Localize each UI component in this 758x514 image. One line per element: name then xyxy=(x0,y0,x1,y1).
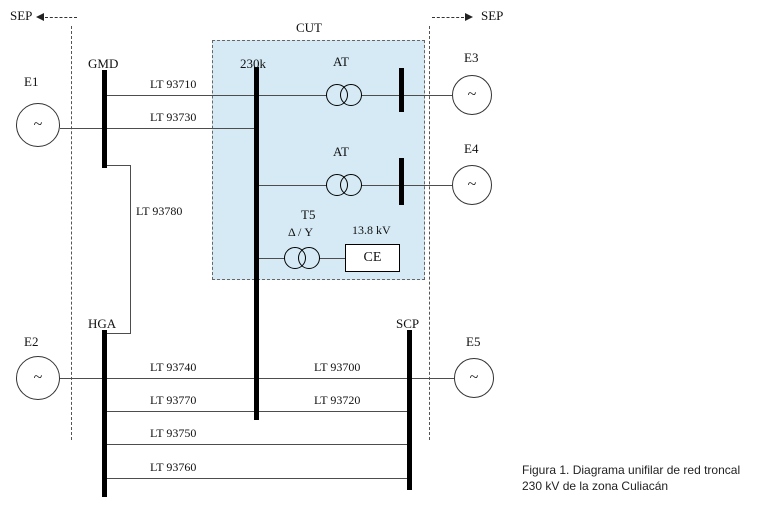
line-t5-to-ce xyxy=(319,258,345,259)
sep-left-arrow-line xyxy=(45,17,77,18)
line-lt93780 xyxy=(130,165,131,333)
sep-left-boundary-line xyxy=(71,26,72,440)
line-lt93770-label: LT 93770 xyxy=(150,393,197,407)
generator-symbol: ~ xyxy=(33,116,43,133)
generator-e4: ~ xyxy=(452,165,492,205)
generator-e3: ~ xyxy=(452,75,492,115)
transformer-t5-connection-label: Δ / Y xyxy=(288,225,314,239)
generator-e5: ~ xyxy=(454,358,494,398)
cut-region-label: CUT xyxy=(296,20,322,35)
generator-e4-label: E4 xyxy=(464,141,479,156)
line-lt93750-label: LT 93750 xyxy=(150,426,197,440)
sep-left-arrowhead-icon xyxy=(36,13,44,21)
transformer-at1-coil-icon xyxy=(340,84,362,106)
transformer-at2-label: AT xyxy=(333,144,349,159)
figure-caption-line1: Figura 1. Diagrama unifilar de red tronc… xyxy=(522,463,741,477)
generator-symbol: ~ xyxy=(469,369,479,386)
ce-voltage-label: 13.8 kV xyxy=(352,223,391,237)
sep-right-arrowhead-icon xyxy=(465,13,473,21)
transformer-t5-label: T5 xyxy=(301,207,316,222)
line-lt93710-label: LT 93710 xyxy=(150,77,197,91)
bus-gmd-label: GMD xyxy=(88,56,119,71)
line-stub-to-e3 xyxy=(404,95,452,96)
line-stub-to-e4 xyxy=(404,185,452,186)
line-at2-to-stub xyxy=(361,185,399,186)
sep-left-label: SEP xyxy=(10,8,33,23)
line-lt93720-label: LT 93720 xyxy=(314,393,361,407)
generator-symbol: ~ xyxy=(33,369,43,386)
bus-scp-label: SCP xyxy=(396,316,420,331)
bus-hga-label: HGA xyxy=(88,316,117,331)
bus-gmd xyxy=(102,70,107,168)
transformer-t5-coil-icon xyxy=(298,247,320,269)
ce-label: CE xyxy=(363,250,382,265)
transformer-at1-label: AT xyxy=(333,54,349,69)
generator-e5-label: E5 xyxy=(466,334,481,349)
line-230k-to-at1 xyxy=(259,95,327,96)
generator-e1-label: E1 xyxy=(24,74,39,89)
bus-stub-e3 xyxy=(399,68,404,112)
line-lt93730-label: LT 93730 xyxy=(150,110,197,124)
generator-e2-label: E2 xyxy=(24,334,39,349)
generator-e2: ~ xyxy=(16,356,60,400)
bus-230k-label: 230k xyxy=(240,56,266,71)
transformer-at2-coil-icon xyxy=(340,174,362,196)
figure-caption: Figura 1. Diagrama unifilar de red tronc… xyxy=(522,462,754,494)
generator-symbol: ~ xyxy=(467,86,477,103)
bus-230k xyxy=(254,67,259,420)
bus-stub-e4 xyxy=(399,158,404,205)
sep-right-boundary-line xyxy=(429,26,430,440)
bus-scp xyxy=(407,330,412,490)
line-lt93710 xyxy=(107,95,254,96)
figure-caption-line2: 230 kV de la zona Culiacán xyxy=(522,479,669,494)
line-230k-to-at2 xyxy=(259,185,327,186)
line-lt93700-label: LT 93700 xyxy=(314,360,361,374)
sep-right-label: SEP xyxy=(481,8,504,23)
generator-e3-label: E3 xyxy=(464,50,479,65)
line-lt93760 xyxy=(107,478,408,479)
cut-region xyxy=(212,40,425,280)
line-lt93780-top-jog xyxy=(107,165,131,166)
line-lt93730 xyxy=(60,128,254,129)
generator-e1: ~ xyxy=(16,103,60,147)
bus-hga xyxy=(102,330,107,497)
generator-symbol: ~ xyxy=(467,176,477,193)
line-230k-to-t5 xyxy=(259,258,285,259)
line-lt93780-label: LT 93780 xyxy=(136,204,183,218)
ce-box: CE xyxy=(345,244,400,272)
line-at1-to-stub xyxy=(361,95,399,96)
line-lt93740-label: LT 93740 xyxy=(150,360,197,374)
line-lt93760-label: LT 93760 xyxy=(150,460,197,474)
line-lt93780-bottom-jog xyxy=(107,333,131,334)
sep-right-arrow-line xyxy=(432,17,464,18)
line-lt93750 xyxy=(107,444,408,445)
